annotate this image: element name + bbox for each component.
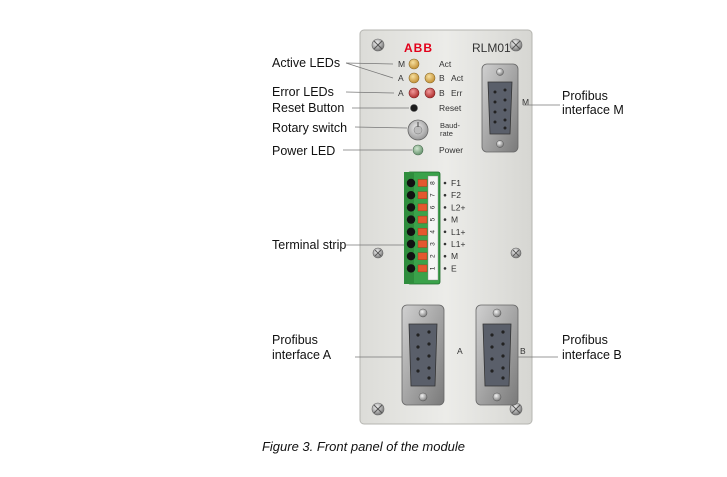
active-led-m-icon bbox=[408, 58, 420, 70]
profibus-port-m[interactable] bbox=[481, 63, 519, 153]
terminal-marker bbox=[443, 267, 447, 270]
terminal-screw-hole bbox=[406, 191, 416, 200]
terminal-screw-hole bbox=[406, 227, 416, 236]
callout-profibus-m-line2: interface M bbox=[562, 103, 624, 117]
screw-icon bbox=[372, 247, 384, 259]
terminal-number: 3 bbox=[430, 242, 437, 246]
led-b-err-label: Err bbox=[451, 88, 463, 98]
screw-icon bbox=[371, 38, 385, 52]
profibus-port-b[interactable] bbox=[475, 304, 519, 406]
callout-profibus-b-line2: interface B bbox=[562, 348, 622, 362]
port-b-label: B bbox=[520, 346, 526, 356]
reset-label: Reset bbox=[439, 103, 462, 113]
active-led-a-icon bbox=[408, 72, 420, 84]
terminal-label: L2+ bbox=[451, 202, 465, 212]
led-a-err-label: A bbox=[398, 88, 404, 98]
callout-profibus-a-line2: interface A bbox=[272, 348, 332, 362]
led-m-label: M bbox=[398, 59, 405, 69]
error-led-a-icon bbox=[408, 87, 420, 99]
callout-profibus-m-line1: Profibus bbox=[562, 89, 608, 103]
port-a-label: A bbox=[457, 346, 463, 356]
baudrate-label-line1: Baud- bbox=[440, 121, 461, 130]
terminal-marker bbox=[443, 206, 447, 209]
terminal-marker bbox=[443, 242, 447, 246]
terminal-label: M bbox=[451, 251, 458, 261]
terminal-screw-hole bbox=[406, 215, 416, 224]
callout-terminal-strip: Terminal strip bbox=[272, 238, 346, 252]
screw-icon bbox=[510, 247, 522, 259]
active-led-b-icon bbox=[424, 72, 436, 84]
terminal-marker bbox=[443, 193, 447, 197]
terminal-release-lever[interactable] bbox=[417, 191, 428, 199]
terminal-release-lever[interactable] bbox=[417, 240, 428, 248]
callout-active-leds: Active LEDs bbox=[272, 56, 340, 70]
callout-profibus-b-line1: Profibus bbox=[562, 333, 608, 347]
terminal-release-lever[interactable] bbox=[417, 179, 428, 187]
profibus-port-a[interactable] bbox=[401, 304, 445, 406]
port-m-label: M bbox=[522, 97, 529, 107]
led-m-act-label: Act bbox=[439, 59, 452, 69]
terminal-screw-hole bbox=[406, 178, 416, 188]
terminal-screw-hole bbox=[406, 252, 416, 261]
model-label: RLM01 bbox=[472, 41, 511, 55]
baudrate-label-line2: rate bbox=[440, 129, 453, 138]
terminal-label: L1+ bbox=[451, 239, 465, 249]
callout-reset-button: Reset Button bbox=[272, 101, 344, 115]
terminal-marker bbox=[443, 218, 447, 221]
power-label: Power bbox=[439, 145, 463, 155]
terminal-marker bbox=[443, 181, 447, 185]
callout-power-led: Power LED bbox=[272, 144, 335, 158]
terminal-label: M bbox=[451, 215, 458, 225]
terminal-screw-hole bbox=[406, 264, 416, 273]
rotary-switch[interactable] bbox=[407, 119, 429, 141]
terminal-release-lever[interactable] bbox=[417, 228, 428, 236]
screw-icon bbox=[509, 38, 523, 52]
terminal-release-lever[interactable] bbox=[417, 215, 428, 224]
terminal-marker bbox=[443, 254, 447, 258]
reset-button[interactable] bbox=[410, 104, 418, 112]
terminal-number: 1 bbox=[430, 266, 437, 270]
terminal-release-lever[interactable] bbox=[417, 203, 428, 212]
screw-icon bbox=[371, 402, 385, 416]
callout-rotary-switch: Rotary switch bbox=[272, 121, 347, 135]
led-b-act-letter: B bbox=[439, 73, 445, 83]
terminal-number: 5 bbox=[430, 217, 437, 221]
error-led-b-icon bbox=[424, 87, 436, 99]
terminal-number: 7 bbox=[430, 193, 437, 197]
terminal-number: 2 bbox=[430, 254, 437, 258]
led-b-err-letter: B bbox=[439, 88, 445, 98]
terminal-label: L1+ bbox=[451, 227, 465, 237]
terminal-screw-hole bbox=[406, 203, 416, 212]
terminal-label: F2 bbox=[451, 190, 461, 200]
terminal-label: F1 bbox=[451, 178, 461, 188]
terminal-release-lever[interactable] bbox=[417, 264, 428, 273]
callout-error-leds: Error LEDs bbox=[272, 85, 334, 99]
terminal-marker bbox=[443, 230, 447, 234]
led-a-act-label: A bbox=[398, 73, 404, 83]
led-b-act-label: Act bbox=[451, 73, 464, 83]
terminal-strip[interactable] bbox=[404, 171, 441, 285]
figure-caption: Figure 3. Front panel of the module bbox=[261, 439, 466, 454]
terminal-number: 4 bbox=[430, 230, 437, 234]
callout-leader-lines bbox=[343, 62, 560, 358]
brand-logo: ABB bbox=[404, 41, 433, 55]
terminal-screw-hole bbox=[406, 239, 416, 249]
terminal-release-lever[interactable] bbox=[417, 252, 428, 260]
callout-profibus-a-line1: Profibus bbox=[272, 333, 318, 347]
terminal-number: 6 bbox=[430, 205, 437, 209]
power-led-icon bbox=[412, 144, 424, 156]
terminal-number: 8 bbox=[430, 181, 437, 185]
terminal-label: E bbox=[451, 263, 457, 273]
